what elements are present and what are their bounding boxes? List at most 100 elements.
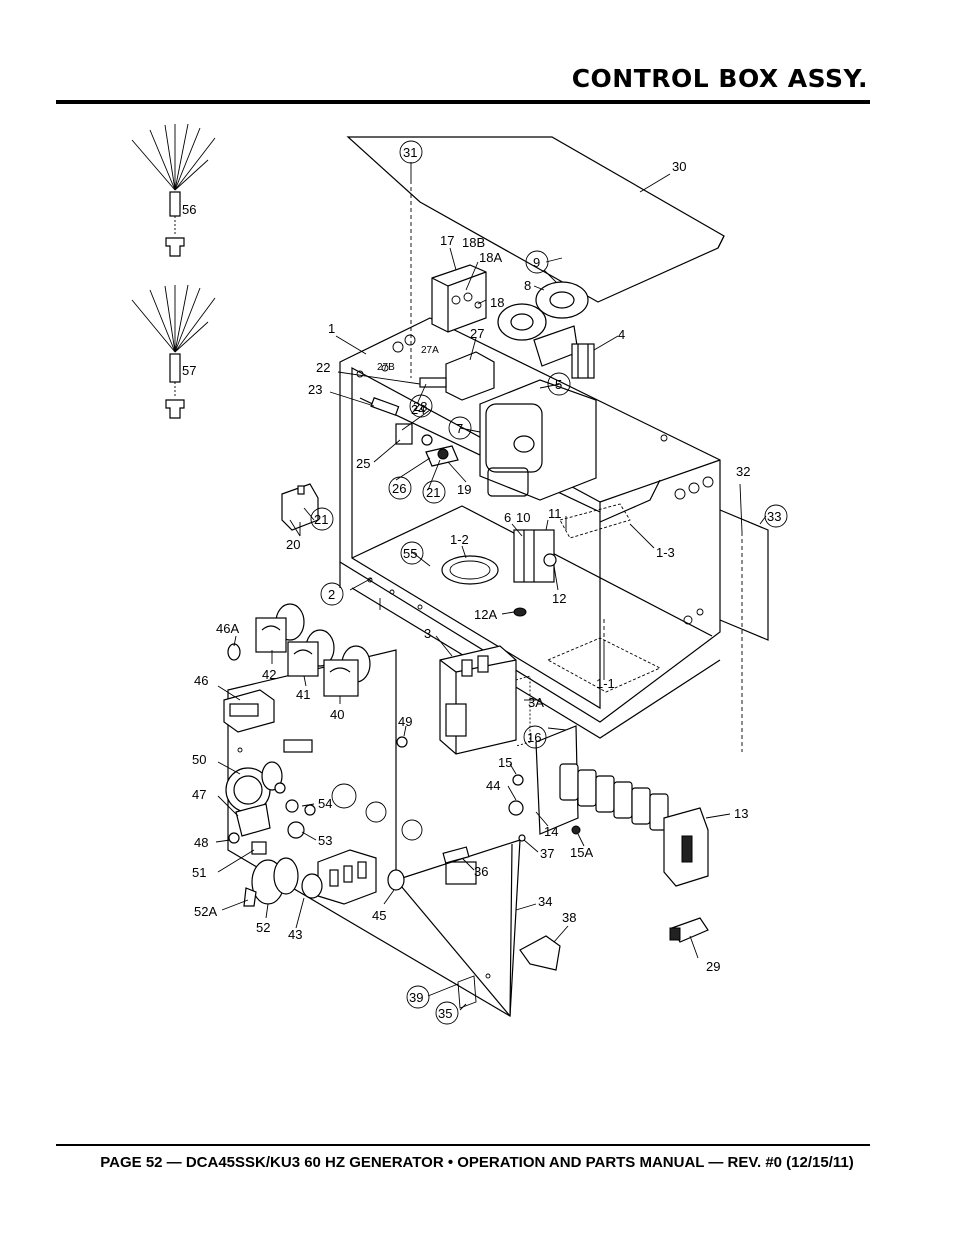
callout-4: 4 xyxy=(618,327,625,342)
callout-53: 53 xyxy=(318,833,332,848)
plug-29 xyxy=(669,917,709,943)
callout-7: 7 xyxy=(456,421,463,436)
callout-10: 10 xyxy=(516,510,530,525)
callout-22: 22 xyxy=(316,360,330,375)
callout-1: 1 xyxy=(328,321,335,336)
callout-20: 20 xyxy=(286,537,300,552)
callout-43: 43 xyxy=(288,927,302,942)
callout-56: 56 xyxy=(182,202,196,217)
callout-15a: 15A xyxy=(570,845,593,860)
callout-26: 26 xyxy=(392,481,406,496)
callout-55: 55 xyxy=(403,546,417,561)
callout-1-2: 1-2 xyxy=(450,532,469,547)
callout-39: 39 xyxy=(409,990,423,1005)
page-footer: PAGE 52 — DCA45SSK/KU3 60 HZ GENERATOR •… xyxy=(100,1154,854,1171)
terminal-24-25-26-19 xyxy=(395,423,459,467)
callout-32: 32 xyxy=(736,464,750,479)
callout-18: 18 xyxy=(490,295,504,310)
lamp-46a xyxy=(227,643,241,661)
callout-37: 37 xyxy=(540,846,554,861)
wire-harness-56 xyxy=(131,123,216,257)
callout-51: 51 xyxy=(192,865,206,880)
callout-41: 41 xyxy=(296,687,310,702)
callout-52: 52 xyxy=(256,920,270,935)
callout-17: 17 xyxy=(440,233,454,248)
controls-48-51-52 xyxy=(228,832,299,907)
callout-18a: 18A xyxy=(479,250,502,265)
transformer-5-7 xyxy=(479,379,597,501)
bracket-38 xyxy=(519,935,561,971)
receptacle-47 xyxy=(235,803,271,837)
callout-21-upper: 21 xyxy=(426,485,440,500)
callout-2: 2 xyxy=(328,587,335,602)
timer-27 xyxy=(419,351,495,401)
callout-47: 47 xyxy=(192,787,206,802)
meter-42 xyxy=(255,603,305,653)
magnetic-contactor-6-10 xyxy=(513,529,557,617)
callout-27: 27 xyxy=(470,326,484,341)
meter-40 xyxy=(323,645,371,697)
fuse-holder-22 xyxy=(370,397,400,416)
top-cover-30 xyxy=(346,136,725,303)
callout-42: 42 xyxy=(262,667,276,682)
relay-17 xyxy=(431,264,487,333)
callout-16: 16 xyxy=(527,730,541,745)
lockout-15-44 xyxy=(508,774,581,842)
callout-21-lower: 21 xyxy=(314,512,328,527)
callout-30: 30 xyxy=(672,159,686,174)
switches-54-53 xyxy=(274,782,316,839)
callout-54: 54 xyxy=(318,796,332,811)
callout-31: 31 xyxy=(403,145,417,160)
footer-rule xyxy=(56,1144,870,1146)
fuse-block-43 xyxy=(301,849,377,905)
callout-5: 5 xyxy=(555,377,562,392)
header-rule xyxy=(56,100,870,104)
pilot-45-36 xyxy=(387,736,470,891)
callout-34: 34 xyxy=(538,894,552,909)
callout-14: 14 xyxy=(544,824,558,839)
receptacle-50 xyxy=(225,761,283,813)
callout-40: 40 xyxy=(330,707,344,722)
callout-38: 38 xyxy=(562,910,576,925)
callout-44: 44 xyxy=(486,778,500,793)
callout-27b: 27B xyxy=(377,362,395,373)
callout-28: 28 xyxy=(413,399,427,414)
circuit-breaker-3 xyxy=(439,645,531,755)
relay-20 xyxy=(281,483,319,531)
callout-6: 6 xyxy=(504,510,511,525)
callout-19: 19 xyxy=(457,482,471,497)
callout-24: 24 xyxy=(411,402,425,417)
callout-45: 45 xyxy=(372,908,386,923)
hour-meter-46 xyxy=(223,689,275,733)
callout-48: 48 xyxy=(194,835,208,850)
callout-labels: 31 30 17 18B 18A 9 8 18 1 27 27A 4 27B 2… xyxy=(182,145,781,1021)
callout-36: 36 xyxy=(474,864,488,879)
callout-11: 11 xyxy=(548,506,562,521)
callout-46a: 46A xyxy=(216,621,239,636)
callout-49: 49 xyxy=(398,714,412,729)
callout-1-1: 1-1 xyxy=(596,676,615,691)
callout-3a: 3A xyxy=(528,695,544,710)
meter-41 xyxy=(287,629,335,677)
callout-12a: 12A xyxy=(474,607,497,622)
callout-3: 3 xyxy=(424,626,431,641)
callout-1-3: 1-3 xyxy=(656,545,675,560)
callout-12: 12 xyxy=(552,591,566,606)
callout-46: 46 xyxy=(194,673,208,688)
relay-4 xyxy=(571,343,595,379)
page-title: CONTROL BOX ASSY. xyxy=(571,64,868,93)
callout-15: 15 xyxy=(498,755,512,770)
callout-52a: 52A xyxy=(194,904,217,919)
callout-29: 29 xyxy=(706,959,720,974)
callout-27a: 27A xyxy=(421,345,439,356)
callout-57: 57 xyxy=(182,363,196,378)
callout-18b: 18B xyxy=(462,235,485,250)
callout-23: 23 xyxy=(308,382,322,397)
callout-35: 35 xyxy=(438,1006,452,1021)
enclosure-box-1 xyxy=(339,317,769,739)
rotary-switch-13 xyxy=(535,725,709,887)
wire-harness-57 xyxy=(131,284,216,419)
callout-8: 8 xyxy=(524,278,531,293)
callout-9: 9 xyxy=(533,255,540,270)
